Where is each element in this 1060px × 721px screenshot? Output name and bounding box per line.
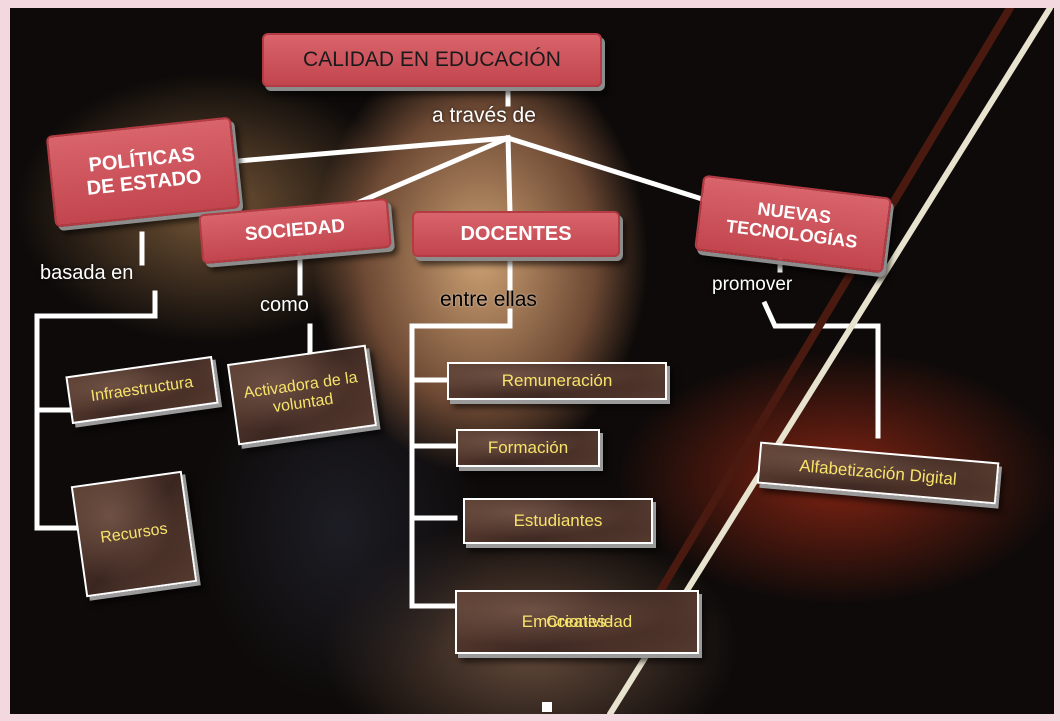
line-hub-sociedad: [346, 134, 512, 210]
line-docentes-bracket: [409, 308, 513, 609]
leaf-alfabetizacion-label: Alfabetización Digital: [798, 456, 958, 490]
leaf-recursos-label: Recursos: [99, 520, 169, 547]
label-promover: promover: [712, 274, 793, 295]
leaf-formacion: Formación: [456, 429, 600, 467]
leaf-estudiantes-label: Estudiantes: [513, 511, 603, 531]
leaf-remuneracion: Remuneración: [447, 362, 667, 400]
line-hub-politicas: [235, 135, 511, 164]
connector-lines: [34, 8, 1053, 714]
leaf-recursos: Recursos: [70, 470, 198, 598]
leaf-emociones-creatividad: Emociones- Creatividad: [455, 590, 699, 654]
label-entre-ellas: entre ellas: [440, 288, 537, 311]
node-politicas-de-estado: POLÍTICAS DE ESTADO: [45, 116, 241, 228]
leaf-emociones-line1: Emociones-: [521, 612, 612, 632]
label-basada-en: basada en: [40, 262, 134, 284]
leaf-estudiantes: Estudiantes: [463, 498, 653, 544]
line-hub-tecnologias: [504, 134, 722, 208]
leaf-remuneracion-label: Remuneración: [501, 371, 613, 391]
leaf-formacion-label: Formación: [487, 438, 569, 458]
node-sociedad-label: SOCIEDAD: [244, 215, 346, 246]
label-a-traves-de: a través de: [432, 104, 536, 127]
title-box: CALIDAD EN EDUCACIÓN: [262, 33, 602, 87]
slide-marker: [542, 702, 552, 712]
line-hub-docentes: [505, 135, 513, 216]
line-politicas-bracket: [34, 290, 158, 531]
node-docentes: DOCENTES: [412, 211, 620, 257]
leaf-infraestructura-label: Infraestructura: [89, 373, 195, 405]
page-title: CALIDAD EN EDUCACIÓN: [303, 47, 561, 71]
leaf-emociones-line2: Creatividad: [546, 612, 633, 632]
node-docentes-label: DOCENTES: [460, 222, 572, 245]
label-como: como: [260, 294, 309, 316]
diagram-canvas: CALIDAD EN EDUCACIÓN a través de basada …: [10, 8, 1054, 714]
line-promover-to-alfabetizacion: [761, 300, 881, 439]
